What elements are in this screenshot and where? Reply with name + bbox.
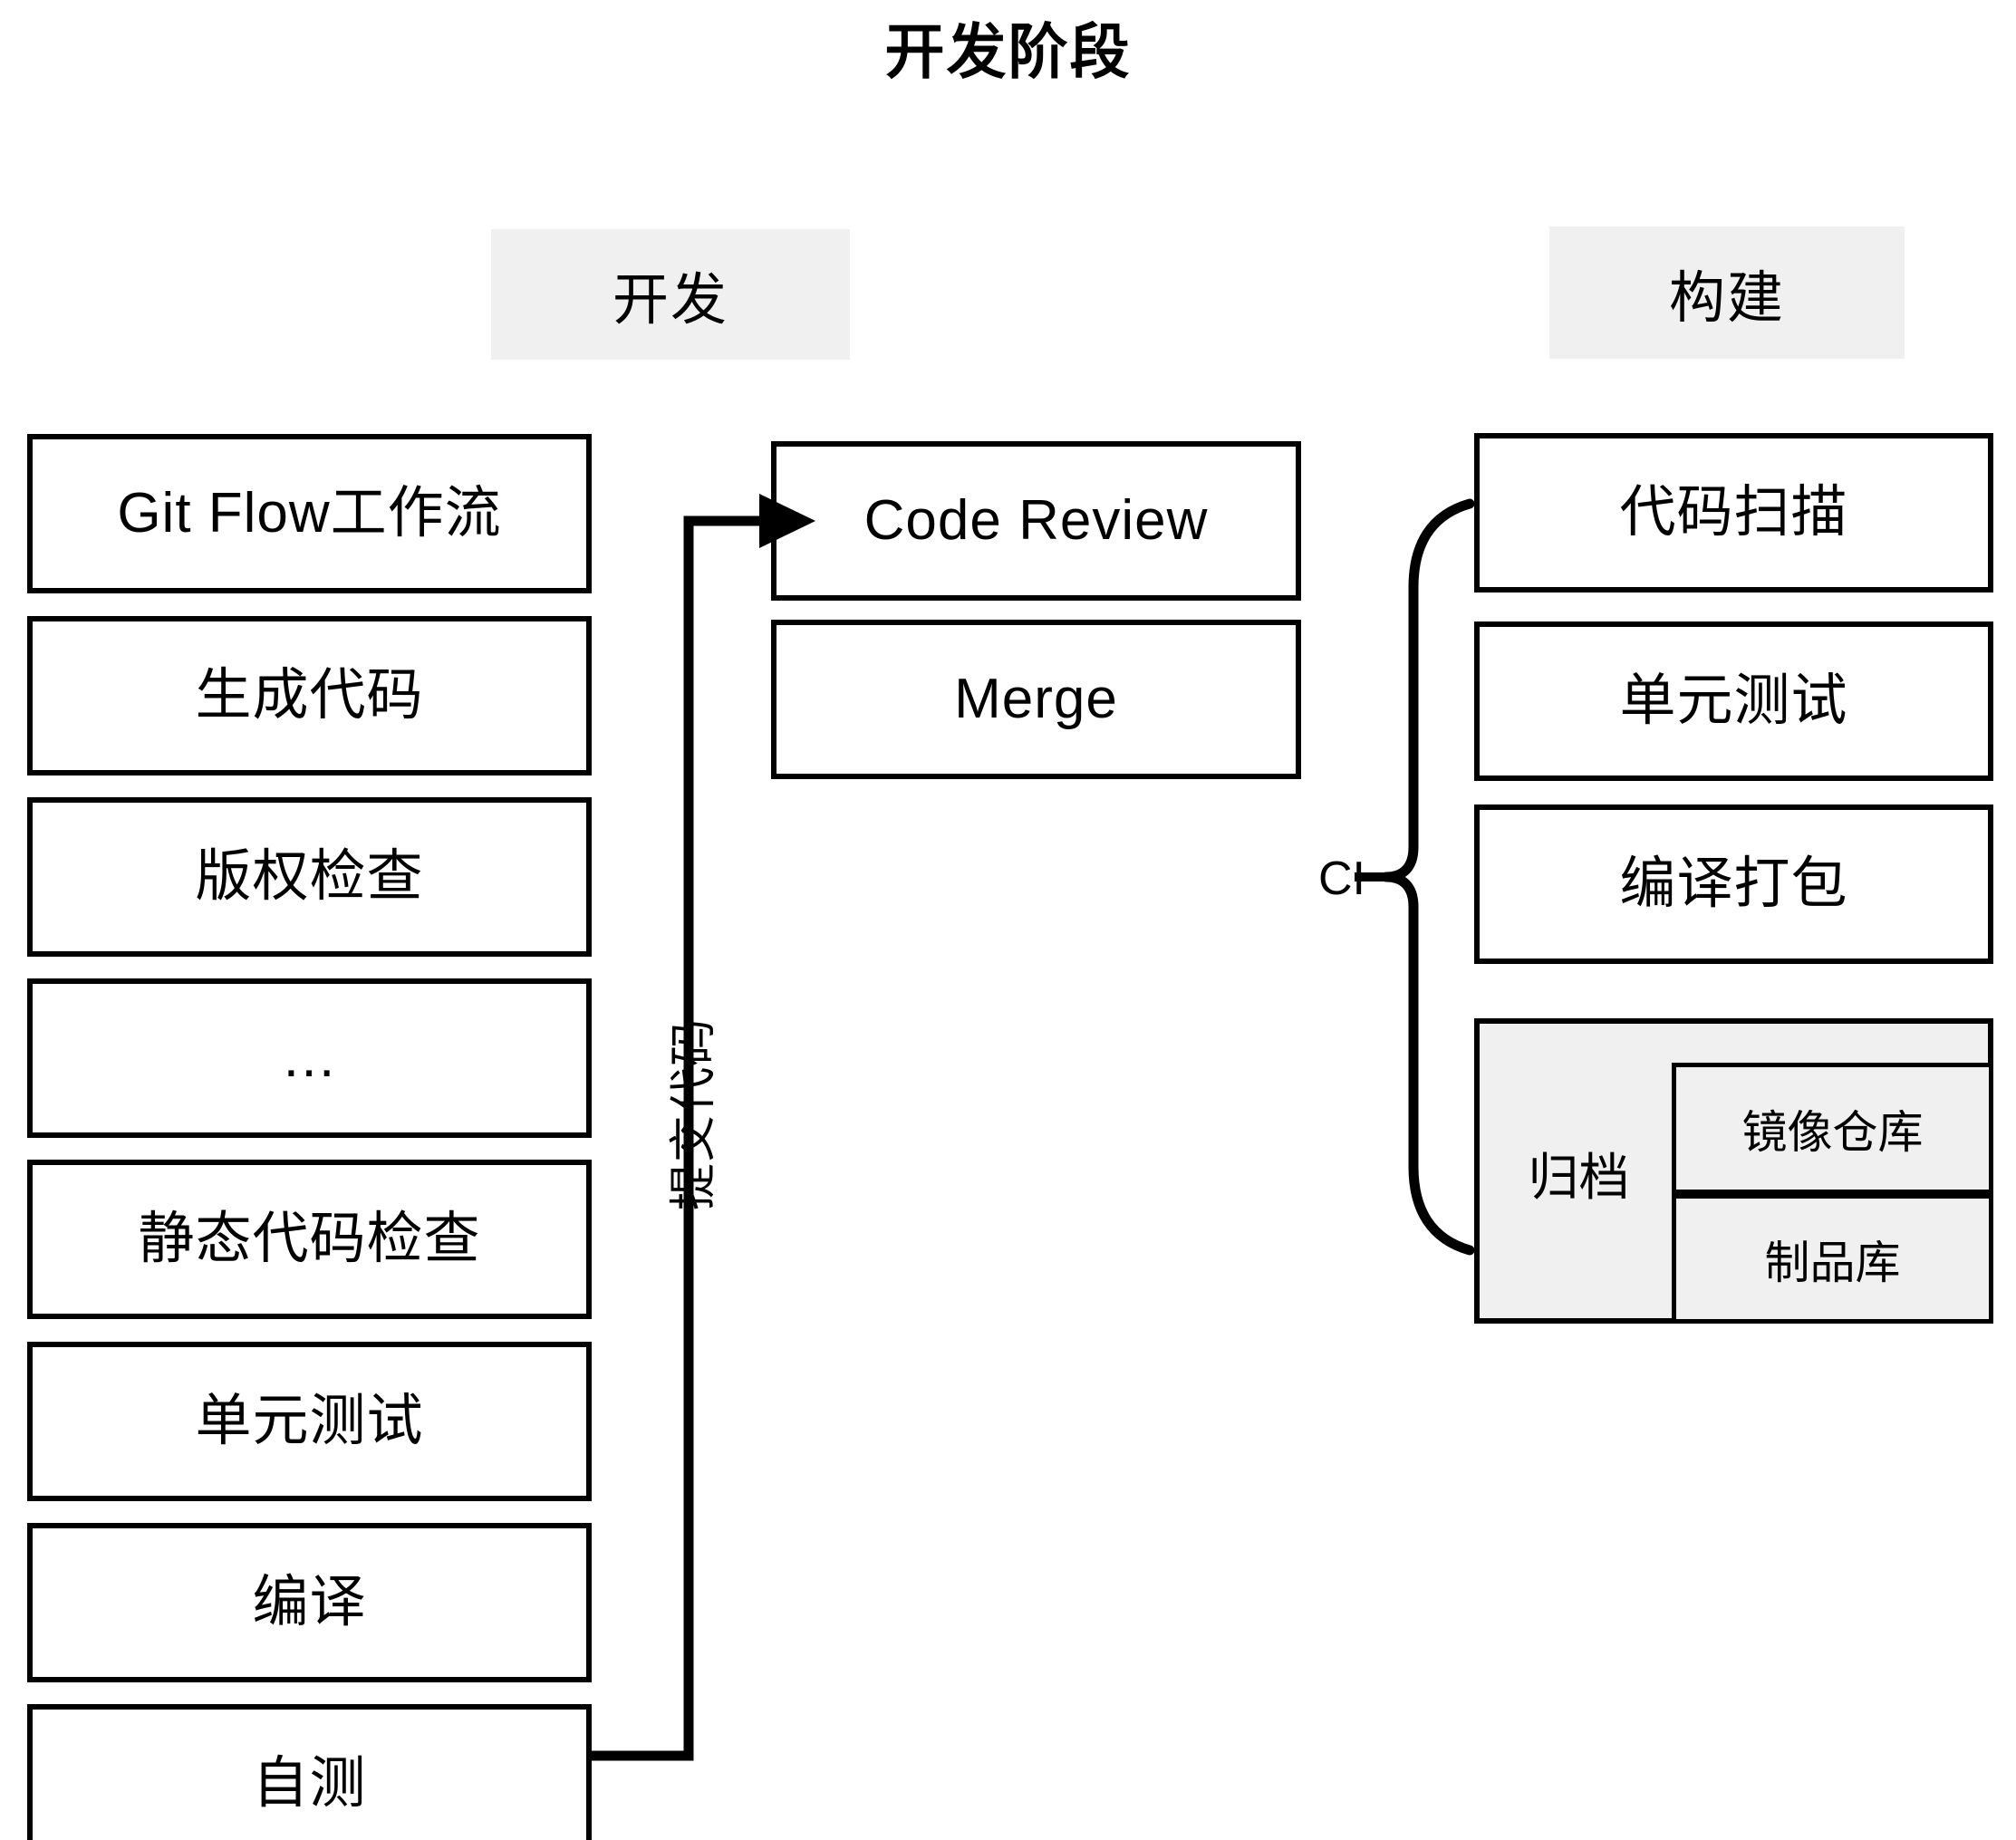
lane-header-build-label: 构建 [1668,267,1785,330]
node-static-code-check[interactable]: 静态代码检查 [27,1160,592,1319]
node-label: … [281,1026,338,1089]
node-git-flow[interactable]: Git Flow工作流 [27,434,592,593]
lane-header-dev: 开发 [491,229,850,360]
group-archive-label: 归档 [1528,1148,1630,1206]
node-self-test[interactable]: 自测 [27,1704,592,1840]
node-code-scan[interactable]: 代码扫描 [1474,433,1993,592]
lane-header-build: 构建 [1549,226,1905,359]
node-label: Code Review [863,489,1209,552]
diagram-title: 开发阶段 [884,18,1132,85]
ci-brace-icon [1355,498,1475,1256]
node-unit-test-build[interactable]: 单元测试 [1474,621,1993,781]
node-copyright-check[interactable]: 版权检查 [27,797,592,957]
node-label: 制品库 [1764,1237,1901,1288]
node-label: 生成代码 [195,664,424,727]
node-label: 编译打包 [1619,853,1848,915]
node-compile-package[interactable]: 编译打包 [1474,804,1993,964]
node-label: 镜像仓库 [1741,1106,1924,1158]
node-generate-code[interactable]: 生成代码 [27,616,592,775]
node-artifact-repository[interactable]: 制品库 [1672,1194,1993,1324]
node-unit-test-dev[interactable]: 单元测试 [27,1342,592,1501]
node-label: Merge [954,668,1118,730]
node-label: 编译 [252,1571,367,1633]
node-label: 版权检查 [195,845,424,908]
lane-header-dev-label: 开发 [612,269,728,332]
node-label: 自测 [252,1752,367,1815]
node-merge[interactable]: Merge [771,620,1301,779]
node-label: 单元测试 [195,1390,424,1452]
node-code-review[interactable]: Code Review [771,441,1301,601]
ci-brace-label: CI [1318,853,1365,905]
node-ellipsis[interactable]: … [27,978,592,1138]
node-label: 代码扫描 [1619,481,1848,544]
node-label: Git Flow工作流 [117,482,502,544]
node-label: 单元测试 [1619,670,1848,732]
node-image-registry[interactable]: 镜像仓库 [1672,1063,1993,1194]
node-compile[interactable]: 编译 [27,1523,592,1682]
edge-label-commit-code: 提交代码 [667,1000,721,1228]
node-label: 静态代码检查 [138,1208,481,1270]
